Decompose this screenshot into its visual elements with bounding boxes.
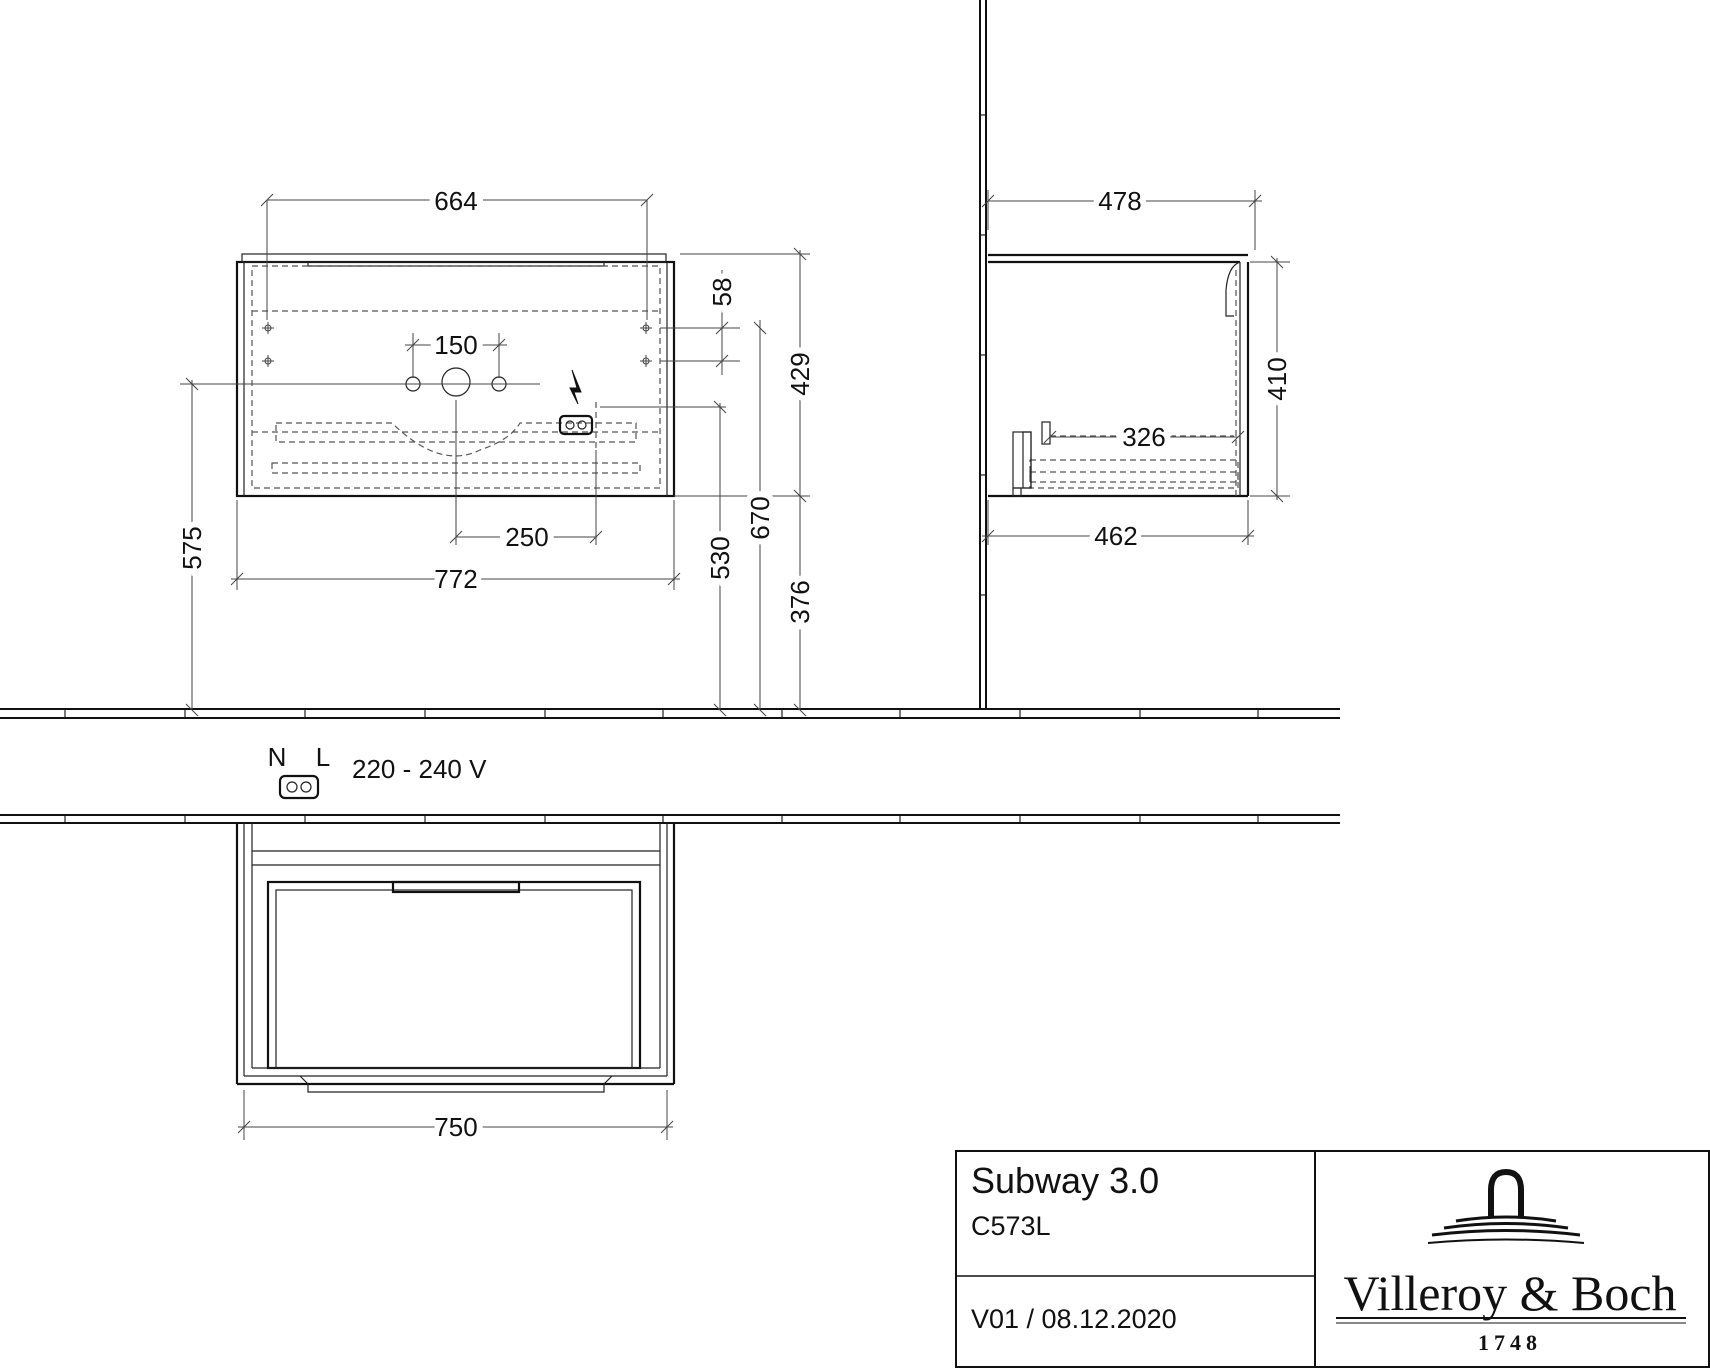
side-dim-lines bbox=[981, 190, 1290, 545]
brand-year: 1748 bbox=[1478, 1330, 1542, 1355]
dim-462: 462 bbox=[1094, 521, 1137, 551]
dim-575: 575 bbox=[177, 526, 207, 569]
socket-n-label: N bbox=[268, 742, 287, 772]
dim-326: 326 bbox=[1122, 422, 1165, 452]
socket-voltage: 220 - 240 V bbox=[352, 754, 487, 784]
dim-376: 376 bbox=[785, 580, 815, 623]
dim-670: 670 bbox=[745, 496, 775, 539]
version-date: V01 / 08.12.2020 bbox=[971, 1304, 1177, 1334]
plan-dim-lines bbox=[237, 1090, 674, 1140]
fountain-icon bbox=[1427, 1168, 1585, 1244]
brand-name: Villeroy & Boch bbox=[1343, 1265, 1676, 1321]
dim-429: 429 bbox=[785, 352, 815, 395]
dim-250: 250 bbox=[505, 522, 548, 552]
dim-58: 58 bbox=[707, 278, 737, 307]
product-name: Subway 3.0 bbox=[971, 1160, 1159, 1201]
brand-logo: Villeroy & Boch 1748 bbox=[1336, 1168, 1686, 1355]
side-wall bbox=[979, 0, 987, 708]
floor-line-upper bbox=[0, 708, 1340, 719]
dim-478: 478 bbox=[1098, 186, 1141, 216]
front-dim-lines bbox=[180, 193, 810, 717]
dim-772: 772 bbox=[434, 564, 477, 594]
plan-view-cabinet bbox=[235, 823, 676, 1093]
socket-legend bbox=[278, 774, 320, 800]
dim-750: 750 bbox=[434, 1112, 477, 1142]
article-code: C573L bbox=[971, 1211, 1051, 1241]
dim-664: 664 bbox=[434, 186, 477, 216]
dim-150: 150 bbox=[434, 330, 477, 360]
floor-line-lower bbox=[0, 814, 1340, 824]
dim-530: 530 bbox=[705, 536, 735, 579]
socket-l-label: L bbox=[316, 742, 330, 772]
side-view-cabinet bbox=[988, 253, 1250, 498]
title-block bbox=[955, 1150, 1710, 1368]
dim-410: 410 bbox=[1262, 357, 1292, 400]
